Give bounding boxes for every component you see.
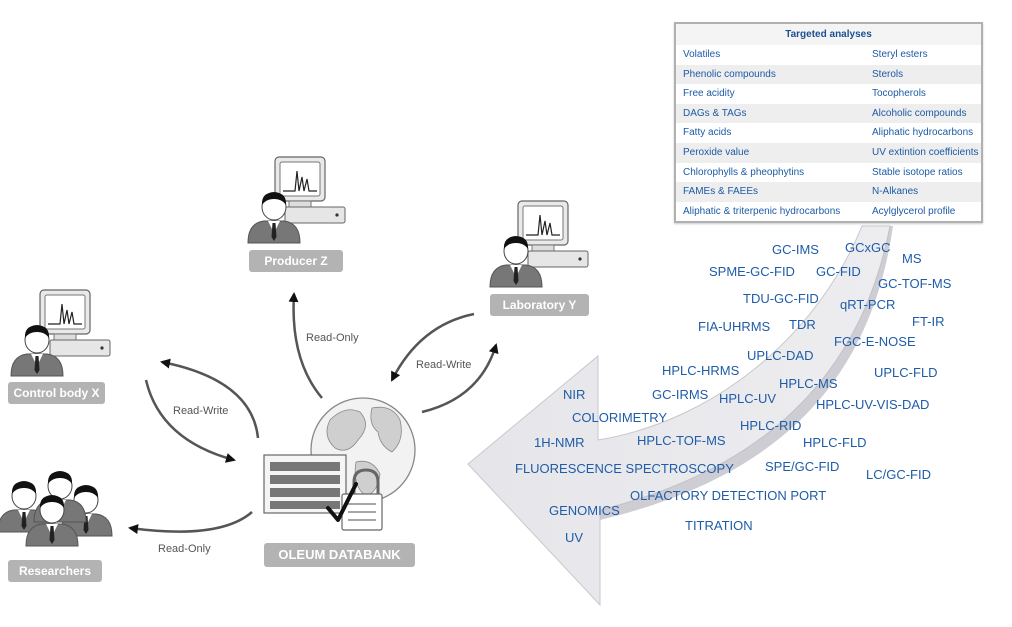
table-cell: Alcoholic compounds xyxy=(872,107,967,119)
edge-control-out-arrow xyxy=(160,358,260,439)
table-cell: Fatty acids xyxy=(683,127,732,139)
big-flow-arrow-shadow xyxy=(600,226,893,520)
table-row: Chlorophylls & pheophytins Stable isotope… xyxy=(676,163,981,183)
technique-label: 1H-NMR xyxy=(534,435,585,450)
table-row: Fatty acids Aliphatic hydrocarbons xyxy=(676,123,981,143)
technique-label: HPLC-MS xyxy=(779,376,838,391)
technique-label: FGC-E-NOSE xyxy=(834,334,916,349)
technique-label: GC-FID xyxy=(816,264,861,279)
technique-label: FT-IR xyxy=(912,314,945,329)
table-cell: Tocopherols xyxy=(872,88,926,100)
edge-laboratory-label: Read-Write xyxy=(416,359,472,371)
table-cell: DAGs & TAGs xyxy=(683,107,747,119)
technique-label: TDU-GC-FID xyxy=(743,291,819,306)
technique-label: GC-TOF-MS xyxy=(878,276,952,291)
technique-label: LC/GC-FID xyxy=(866,467,931,482)
control-label: Control body X xyxy=(8,382,105,404)
technique-label: MS xyxy=(902,251,922,266)
technique-label: HPLC-TOF-MS xyxy=(637,433,726,448)
targeted-analyses-table: Targeted analyses Volatiles Steryl esters… xyxy=(674,22,983,224)
table-cell: Aliphatic hydrocarbons xyxy=(872,127,974,139)
laboratory-label: Laboratory Y xyxy=(490,294,589,316)
edge-producer-arrow xyxy=(288,292,323,399)
technique-label: FLUORESCENCE SPECTROSCOPY xyxy=(515,461,734,476)
technique-label: UPLC-FLD xyxy=(874,365,938,380)
technique-label: SPE/GC-FID xyxy=(765,459,840,474)
technique-label: SPME-GC-FID xyxy=(709,264,795,279)
big-flow-arrow xyxy=(467,225,891,607)
technique-label: OLFACTORY DETECTION PORT xyxy=(630,488,827,503)
edge-laboratory-in-arrow xyxy=(390,312,475,382)
technique-label: GCxGC xyxy=(845,240,891,255)
table-row: Volatiles Steryl esters xyxy=(676,45,981,65)
table-cell: Chlorophylls & pheophytins xyxy=(683,166,805,178)
technique-label: HPLC-FLD xyxy=(803,435,867,450)
table-cell: Free acidity xyxy=(683,88,735,100)
researchers-label: Researchers xyxy=(8,560,102,582)
technique-label: UV xyxy=(565,530,584,545)
edge-control-in-arrow xyxy=(144,379,236,463)
edge-researchers-label: Read-Only xyxy=(158,543,211,555)
databank-label: OLEUM DATABANK xyxy=(264,543,415,567)
technique-label: TITRATION xyxy=(685,518,753,533)
table-cell: Acylglycerol profile xyxy=(872,205,956,217)
technique-label: HPLC-HRMS xyxy=(662,363,740,378)
table-cell: Stable isotope ratios xyxy=(872,166,963,178)
technique-label: qRT-PCR xyxy=(840,297,896,312)
table-cell: Phenolic compounds xyxy=(683,68,776,80)
control-computer-icon xyxy=(39,289,111,357)
technique-label: FIA-UHRMS xyxy=(698,319,771,334)
researchers-group-icon xyxy=(0,470,113,547)
table-row: Peroxide value UV extintion coefficients xyxy=(676,142,981,163)
table-row: Phenolic compounds Sterols xyxy=(676,64,981,85)
technique-label: HPLC-RID xyxy=(740,418,802,433)
table-title: Targeted analyses xyxy=(676,24,981,45)
table-row: Aliphatic & triterpenic hydrocarbons Acyl… xyxy=(676,202,981,222)
table-row: Free acidity Tocopherols xyxy=(676,84,981,104)
technique-label: GC-IRMS xyxy=(652,387,709,402)
table-cell: Peroxide value xyxy=(683,146,750,158)
database-icon xyxy=(263,454,347,514)
laboratory-computer-icon xyxy=(517,200,589,268)
table-row: DAGs & TAGs Alcoholic compounds xyxy=(676,103,981,124)
technique-label: NIR xyxy=(563,387,586,402)
table-cell: FAMEs & FAEEs xyxy=(683,186,759,198)
checkmark-icon xyxy=(326,482,358,522)
producer-label: Producer Z xyxy=(249,250,343,272)
technique-label: TDR xyxy=(789,317,816,332)
table-row: FAMEs & FAEEs N-Alkanes xyxy=(676,182,981,202)
table-cell: N-Alkanes xyxy=(872,186,919,198)
technique-label: GC-IMS xyxy=(772,242,819,257)
table-cell: UV extintion coefficients xyxy=(872,146,979,158)
technique-label: GENOMICS xyxy=(549,503,620,518)
edge-researchers-arrow xyxy=(128,511,253,535)
edge-control-label: Read-Write xyxy=(173,405,229,417)
table-cell: Volatiles xyxy=(683,49,721,60)
edge-producer-label: Read-Only xyxy=(306,332,359,344)
edge-laboratory-out-arrow xyxy=(421,343,499,414)
producer-computer-icon xyxy=(274,156,346,224)
technique-label: HPLC-UV-VIS-DAD xyxy=(816,397,930,412)
technique-label: COLORIMETRY xyxy=(572,410,668,425)
technique-label: HPLC-UV xyxy=(719,391,777,406)
table-cell: Sterols xyxy=(872,68,904,80)
table-cell: Aliphatic & triterpenic hydrocarbons xyxy=(683,205,841,217)
technique-label: UPLC-DAD xyxy=(747,348,814,363)
table-cell: Steryl esters xyxy=(872,49,928,60)
